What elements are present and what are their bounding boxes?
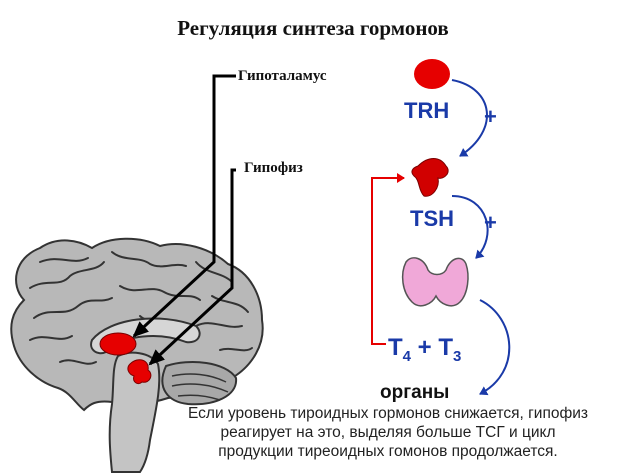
plus-sign-2: + — [484, 210, 497, 235]
cerebellum — [161, 361, 238, 406]
pituitary-icon — [411, 158, 449, 197]
feedback-arrow — [371, 173, 405, 345]
t4-t3-label: T4 + T3 — [388, 334, 461, 365]
caption-line-2: реагирует на это, выделяя больше ТСГ и ц… — [220, 424, 556, 441]
t3-subscript: 3 — [453, 347, 462, 365]
t3-symbol: T — [438, 334, 454, 361]
caption-line-3: продукции тиреоидных гомонов продолжаетс… — [218, 443, 558, 460]
plus-sign-1: + — [484, 104, 497, 129]
t4-symbol: T — [388, 334, 403, 361]
organs-arrow — [479, 299, 511, 396]
thyroid-icon — [401, 257, 469, 307]
trh-arrow — [451, 79, 488, 157]
organs-label: органы — [380, 382, 450, 403]
hypothalamus-icon — [414, 59, 450, 89]
plus-between: + — [411, 334, 439, 361]
page-title: Регуляция синтеза гормонов — [177, 16, 449, 40]
caption: Если уровень тироидных гормонов снижаетс… — [150, 404, 626, 461]
caption-line-1: Если уровень тироидных гормонов снижаетс… — [188, 405, 588, 422]
hypothalamus-region — [99, 332, 137, 356]
tsh-label: TSH — [410, 206, 454, 231]
pituitary-region — [127, 359, 152, 385]
trh-label: TRH — [404, 98, 450, 123]
tsh-arrow — [451, 195, 489, 259]
hormone-cascade — [371, 59, 511, 396]
cerebellum-folds — [171, 373, 229, 401]
pituitary-pointer — [148, 168, 236, 366]
hypothalamus-label: Гипоталамус — [238, 68, 327, 84]
hypothalamus-pointer — [132, 74, 236, 338]
pituitary-label: Гипофиз — [244, 160, 303, 176]
t4-subscript: 4 — [402, 347, 412, 365]
